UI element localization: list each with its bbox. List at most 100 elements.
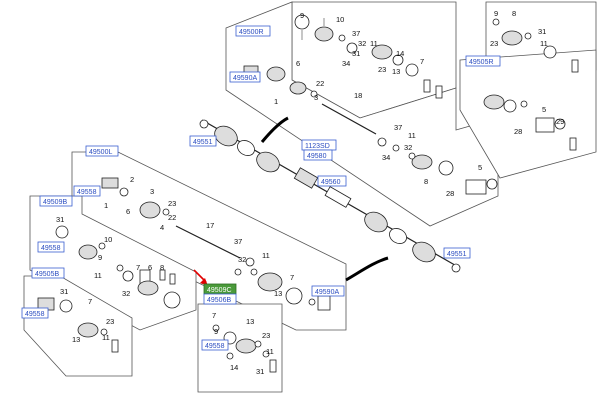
part-num: 8 — [424, 177, 428, 186]
part-num: 7 — [212, 311, 216, 320]
part-num: 23 — [262, 331, 270, 340]
callout-49505B[interactable]: 49505B — [31, 267, 65, 279]
part-num: 11 — [266, 347, 274, 356]
part-num: 23 — [490, 39, 498, 48]
part-num: 3 — [314, 93, 318, 102]
part-num: 11 — [102, 333, 110, 342]
part-num: 22 — [316, 79, 324, 88]
upper-right-parts — [243, 14, 498, 195]
svg-text:49505B: 49505B — [35, 271, 59, 278]
part-num: 32 — [358, 39, 366, 48]
svg-text:49506B: 49506B — [207, 297, 231, 304]
callout-49551-left[interactable]: 49551 — [189, 135, 217, 147]
panel-right-driveshaft-main — [225, 1, 499, 227]
part-num: 34 — [382, 153, 390, 162]
part-num: 8 — [512, 9, 516, 18]
part-num: 11 — [370, 39, 378, 48]
part-num: 9 — [494, 9, 498, 18]
assembled-driveshaft — [199, 119, 461, 273]
part-num: 23 — [106, 317, 114, 326]
part-num: 6 — [296, 59, 300, 68]
callout-49500R[interactable]: 49500R — [235, 25, 271, 37]
svg-text:49509C: 49509C — [207, 287, 232, 294]
svg-text:49590A: 49590A — [315, 289, 339, 296]
svg-text:49551: 49551 — [447, 251, 467, 258]
part-num: 23 — [378, 65, 386, 74]
callout-49580[interactable]: 49580 — [303, 149, 333, 161]
part-num: 4 — [160, 223, 164, 232]
part-num: 32 — [122, 289, 130, 298]
part-num: 13 — [72, 335, 80, 344]
callout-49558-d[interactable]: 49558 — [201, 339, 229, 351]
callout-49500L[interactable]: 49500L — [85, 145, 119, 157]
callout-49558-b[interactable]: 49558 — [37, 241, 65, 253]
part-num: 13 — [246, 317, 254, 326]
part-num: 32 — [404, 143, 412, 152]
part-num: 8 — [160, 263, 164, 272]
left-driveshaft-parts — [101, 177, 331, 311]
part-num: 31 — [56, 215, 64, 224]
part-num: 14 — [396, 49, 404, 58]
part-num: 18 — [354, 91, 362, 100]
callout-49560[interactable]: 49560 — [317, 175, 347, 187]
svg-text:49551: 49551 — [193, 139, 213, 146]
part-num: 29 — [556, 117, 564, 126]
part-number-labels: 9 10 31 37 32 34 11 23 14 13 7 9 8 23 31… — [56, 9, 564, 376]
callout-49506B[interactable]: 49506B — [203, 293, 237, 305]
connector-swoop-lower — [345, 256, 389, 282]
part-num: 9 — [98, 253, 102, 262]
part-num: 9 — [214, 327, 218, 336]
left-inner-boot-parts — [55, 225, 181, 309]
part-num: 14 — [230, 363, 238, 372]
part-num: 11 — [540, 39, 548, 48]
callout-49509B[interactable]: 49509B — [39, 195, 73, 207]
part-num: 13 — [392, 67, 400, 76]
part-num: 11 — [94, 271, 102, 280]
part-num: 3 — [150, 187, 154, 196]
part-num: 6 — [148, 263, 152, 272]
callout-highlighted-part[interactable]: 49509C — [203, 283, 237, 295]
callout-49558-c[interactable]: 49558 — [21, 307, 49, 319]
connector-swoop-upper — [260, 116, 289, 143]
svg-text:49558: 49558 — [205, 343, 225, 350]
callout-49558-a[interactable]: 49558 — [73, 185, 101, 197]
left-outer-joint-parts — [37, 297, 119, 353]
callout-49505R[interactable]: 49505R — [465, 55, 501, 67]
part-num: 37 — [352, 29, 360, 38]
part-num: 6 — [126, 207, 130, 216]
svg-text:49580: 49580 — [307, 153, 327, 160]
part-num: 1 — [104, 201, 108, 210]
part-num: 22 — [168, 213, 176, 222]
part-num: 2 — [130, 175, 134, 184]
callout-1123SD[interactable]: 1123SD — [301, 139, 337, 151]
part-num: 10 — [104, 235, 112, 244]
part-num: 11 — [408, 131, 416, 140]
part-num: 7 — [420, 57, 424, 66]
part-num: 28 — [446, 189, 454, 198]
part-num: 11 — [262, 251, 270, 260]
svg-text:49558: 49558 — [77, 189, 97, 196]
right-outer-joint-parts — [483, 18, 579, 151]
part-num: 7 — [290, 273, 294, 282]
part-num: 7 — [88, 297, 92, 306]
part-num: 32 — [238, 255, 246, 264]
part-num: 23 — [168, 199, 176, 208]
svg-text:49558: 49558 — [41, 245, 61, 252]
part-num: 34 — [342, 59, 350, 68]
svg-text:49560: 49560 — [321, 179, 341, 186]
callout-49590A-top[interactable]: 49590A — [229, 71, 261, 83]
part-num: 10 — [336, 15, 344, 24]
callout-49551-right[interactable]: 49551 — [443, 247, 471, 259]
part-num: 7 — [136, 263, 140, 272]
svg-text:49509B: 49509B — [43, 199, 67, 206]
svg-text:49590A: 49590A — [233, 75, 257, 82]
panel-right-inner-joint — [459, 49, 597, 179]
part-num: 1 — [274, 97, 278, 106]
part-num: 17 — [206, 221, 214, 230]
svg-text:49505R: 49505R — [469, 59, 494, 66]
svg-text:49500R: 49500R — [239, 29, 264, 36]
callout-49590A-bottom[interactable]: 49590A — [311, 285, 345, 297]
svg-text:49558: 49558 — [25, 311, 45, 318]
